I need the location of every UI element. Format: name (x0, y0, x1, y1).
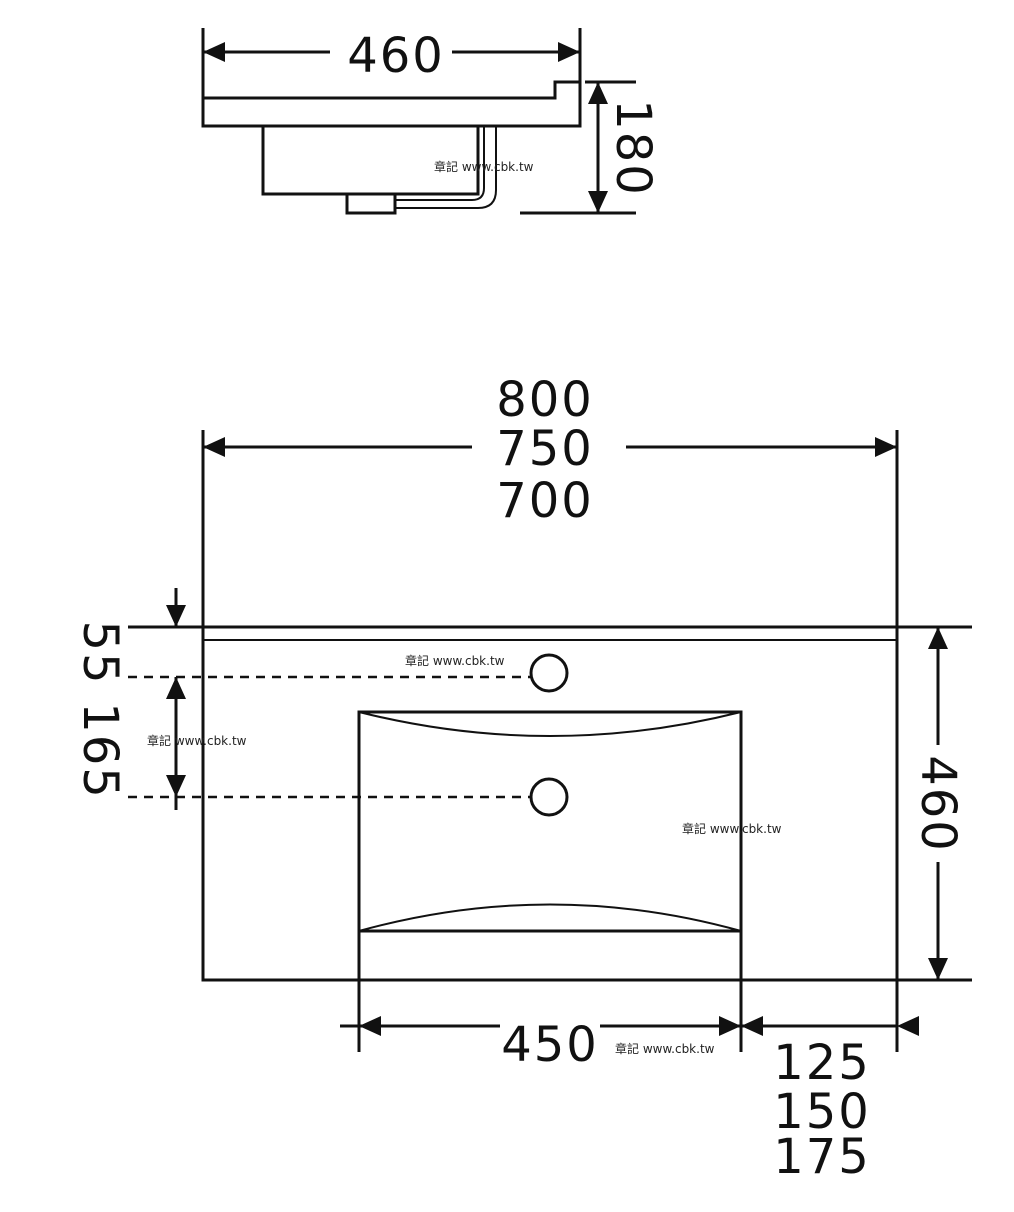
side-width-label: 460 (347, 28, 445, 84)
watermark: 章記 www.cbk.tw (682, 821, 782, 836)
arrow-right (875, 437, 897, 457)
side-basin-outline (261, 126, 480, 196)
right-offset-150: 150 (773, 1084, 871, 1140)
top-offset-label: 55 (72, 620, 128, 685)
side-view: 460 180 章記 www.cbk.tw (201, 28, 661, 215)
arrow-down (166, 605, 186, 627)
basin-width-label: 450 (501, 1017, 599, 1073)
arrow-left (203, 42, 225, 62)
top-view: 800 750 700 460 55 165 450 125 150 175 (72, 372, 972, 1185)
depth-label: 460 (910, 755, 966, 853)
watermark: 章記 www.cbk.tw (434, 159, 534, 174)
side-height-label: 180 (605, 99, 661, 197)
side-overflow-pipe (395, 126, 485, 201)
right-offset-175: 175 (773, 1129, 871, 1185)
arrow-up (166, 677, 186, 699)
basin-bottom-curve (358, 903, 742, 932)
drain-hole (529, 777, 569, 817)
width-label-750: 750 (496, 421, 594, 477)
arrow-left (359, 1016, 381, 1036)
basin-outline (357, 710, 743, 933)
hole-spacing-label: 165 (72, 702, 128, 800)
width-label-800: 800 (496, 372, 594, 428)
side-overflow-pipe-outer (395, 126, 497, 209)
arrow-up (928, 627, 948, 649)
top-slab-outline (201, 625, 899, 982)
watermark: 章記 www.cbk.tw (147, 733, 247, 748)
arrow-right (719, 1016, 741, 1036)
right-offset-125: 125 (773, 1035, 871, 1091)
arrow-right (558, 42, 580, 62)
arrow-left (741, 1016, 763, 1036)
width-label-700: 700 (496, 473, 594, 529)
side-drain-outline (345, 194, 397, 215)
arrow-down (928, 958, 948, 980)
side-slab-outline (201, 80, 582, 128)
arrow-left (203, 437, 225, 457)
tap-hole (529, 653, 569, 693)
arrow-left (897, 1016, 919, 1036)
watermark: 章記 www.cbk.tw (405, 653, 505, 668)
arrow-down (588, 191, 608, 213)
watermark: 章記 www.cbk.tw (615, 1041, 715, 1056)
arrow-down (166, 775, 186, 797)
basin-top-curve (358, 711, 742, 737)
arrow-up (588, 82, 608, 104)
